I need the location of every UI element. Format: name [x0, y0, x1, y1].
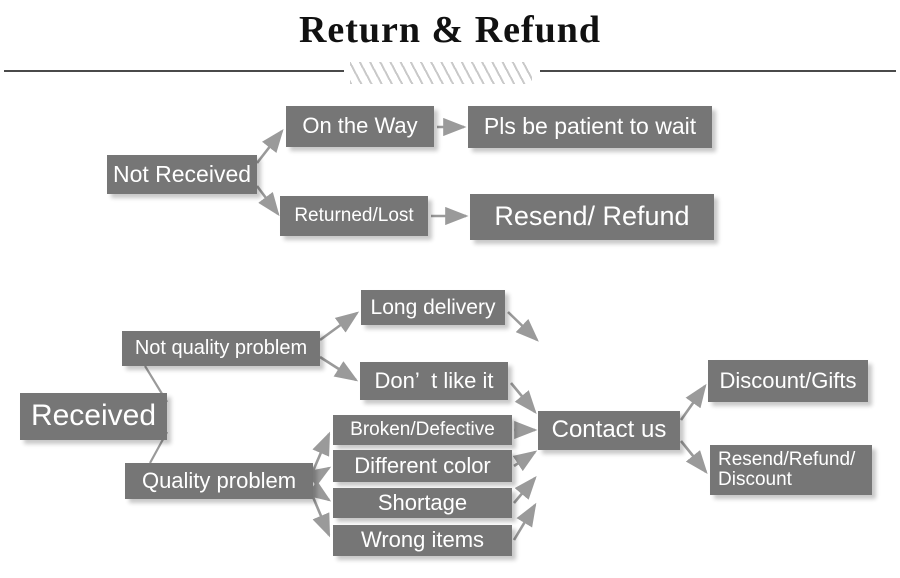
node-on-the-way[interactable]: On the Way — [286, 106, 434, 147]
divider-line-right — [540, 70, 896, 72]
arrow-quality-to-wrong — [311, 496, 331, 538]
node-not-received[interactable]: Not Received — [107, 155, 257, 194]
node-dont-like-it[interactable]: Don’ t like it — [360, 362, 508, 400]
arrow-quality-to-different — [306, 466, 332, 487]
arrow-not-quality-to-dont-like — [319, 355, 359, 382]
arrow-shortage-to-contact — [513, 476, 537, 504]
node-broken-defective[interactable]: Broken/Defective — [333, 415, 512, 445]
arrow-contact-to-discount-gifts — [679, 383, 707, 421]
arrow-not-quality-to-long-delivery — [319, 311, 360, 342]
node-received[interactable]: Received — [20, 393, 167, 440]
node-resend-refund[interactable]: Resend/ Refund — [470, 194, 714, 240]
page-title: Return & Refund — [298, 9, 602, 51]
arrow-quality-to-shortage — [306, 480, 332, 502]
node-shortage[interactable]: Shortage — [333, 488, 512, 518]
arrow-quality-to-broken — [311, 431, 331, 472]
diagonal-hatch-icon — [350, 62, 532, 84]
arrow-contact-to-resend-discount — [679, 440, 708, 475]
node-long-delivery[interactable]: Long delivery — [361, 290, 505, 325]
arrow-dont-like-to-contact — [509, 382, 537, 415]
divider-line-left — [4, 70, 344, 72]
node-discount-gifts[interactable]: Discount/Gifts — [708, 360, 868, 402]
node-returned-lost[interactable]: Returned/Lost — [280, 196, 428, 236]
node-pls-be-patient-to-wait[interactable]: Pls be patient to wait — [468, 106, 712, 148]
node-not-quality-problem[interactable]: Not quality problem — [122, 331, 320, 366]
arrow-not-received-to-on-the-way — [255, 128, 284, 164]
arrow-long-delivery-to-contact — [507, 311, 539, 342]
node-quality-problem[interactable]: Quality problem — [125, 463, 313, 499]
arrow-different-to-contact — [512, 450, 538, 472]
header-divider — [0, 62, 900, 84]
node-wrong-items[interactable]: Wrong items — [333, 525, 512, 556]
arrow-wrong-items-to-contact — [512, 502, 537, 541]
node-contact-us[interactable]: Contact us — [538, 411, 680, 450]
arrow-not-received-to-returned-lost — [255, 185, 280, 217]
node-different-color[interactable]: Different color — [333, 450, 512, 482]
node-resend-refund-discount[interactable]: Resend/Refund/ Discount — [710, 445, 872, 495]
